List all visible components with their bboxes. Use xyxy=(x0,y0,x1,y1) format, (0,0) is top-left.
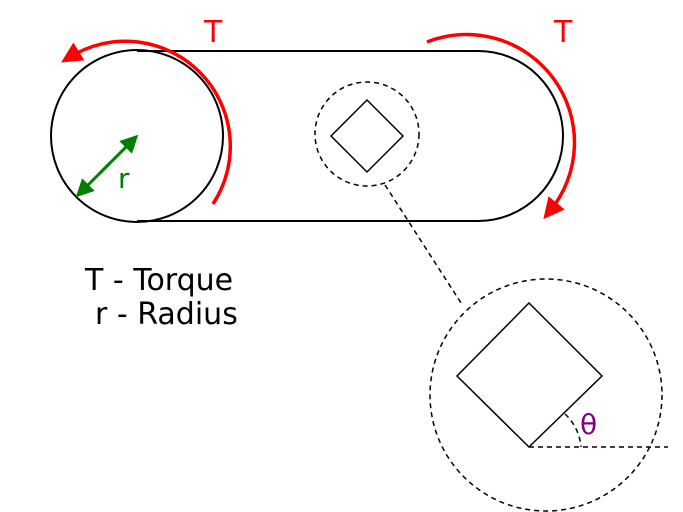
torque-label-right: T xyxy=(553,15,573,50)
key-square-small xyxy=(329,98,405,174)
legend-torque: T - Torque xyxy=(84,263,233,298)
pulley-circle xyxy=(50,49,224,223)
legend-radius: r - Radius xyxy=(95,297,238,332)
belt-outline xyxy=(137,50,564,222)
detail-circle-small xyxy=(314,81,420,187)
radius-arrow-tail xyxy=(75,161,112,198)
angle-arc xyxy=(564,413,582,448)
detail-circle-large xyxy=(429,278,663,512)
detail-leader-line xyxy=(384,184,464,307)
angle-label: θ xyxy=(580,408,597,441)
torque-arrow-left xyxy=(61,39,233,205)
torque-arrow-right xyxy=(426,32,577,220)
radius-label: r xyxy=(118,162,130,195)
torque-label-left: T xyxy=(203,15,223,50)
